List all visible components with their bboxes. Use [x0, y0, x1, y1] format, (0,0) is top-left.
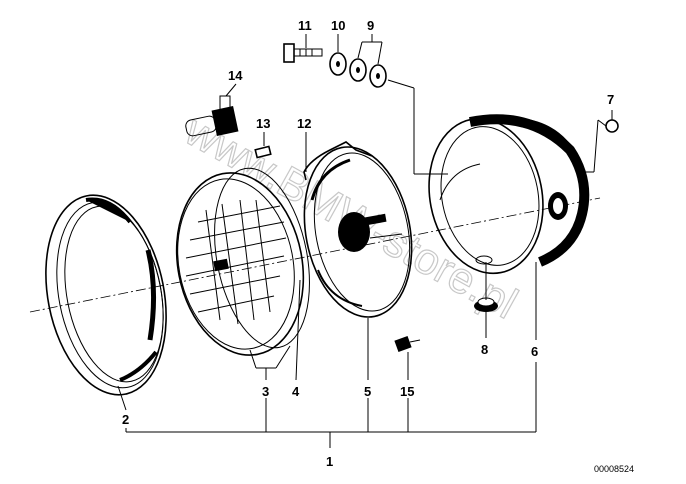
callout-13: 13: [256, 116, 270, 131]
part-cap: [605, 119, 619, 133]
part-trim-ring: [45, 194, 167, 396]
callout-10: 10: [331, 18, 345, 33]
callout-12: 12: [297, 116, 311, 131]
callout-11: 11: [298, 18, 312, 33]
callout-15: 15: [400, 384, 414, 399]
part-lens-unit: [175, 167, 310, 356]
center-axis: [29, 197, 601, 313]
part-socket: [394, 335, 421, 353]
part-spring-clip: [303, 141, 373, 181]
callout-1: 1: [326, 454, 333, 469]
part-bolt: [283, 43, 323, 63]
part-washers: [329, 52, 387, 88]
leader-lines: [117, 34, 613, 448]
part-housing: [428, 114, 590, 275]
callout-3: 3: [262, 384, 269, 399]
part-bulb: [185, 95, 239, 137]
part-reflector: [303, 146, 413, 318]
callout-4: 4: [292, 384, 300, 399]
callout-7: 7: [607, 92, 614, 107]
callout-14: 14: [228, 68, 243, 83]
lens-pattern: [185, 199, 287, 325]
callout-8: 8: [481, 342, 488, 357]
callout-2: 2: [122, 412, 129, 427]
callout-6: 6: [531, 344, 538, 359]
part-parking-bulb: [254, 145, 272, 159]
callouts: 1 2 3 4 5 6 7 8 9 10 11 12 13 14 15: [122, 18, 614, 469]
callout-5: 5: [364, 384, 371, 399]
callout-9: 9: [367, 18, 374, 33]
drawing-number: 00008524: [594, 464, 634, 474]
part-grommet: [474, 297, 498, 312]
